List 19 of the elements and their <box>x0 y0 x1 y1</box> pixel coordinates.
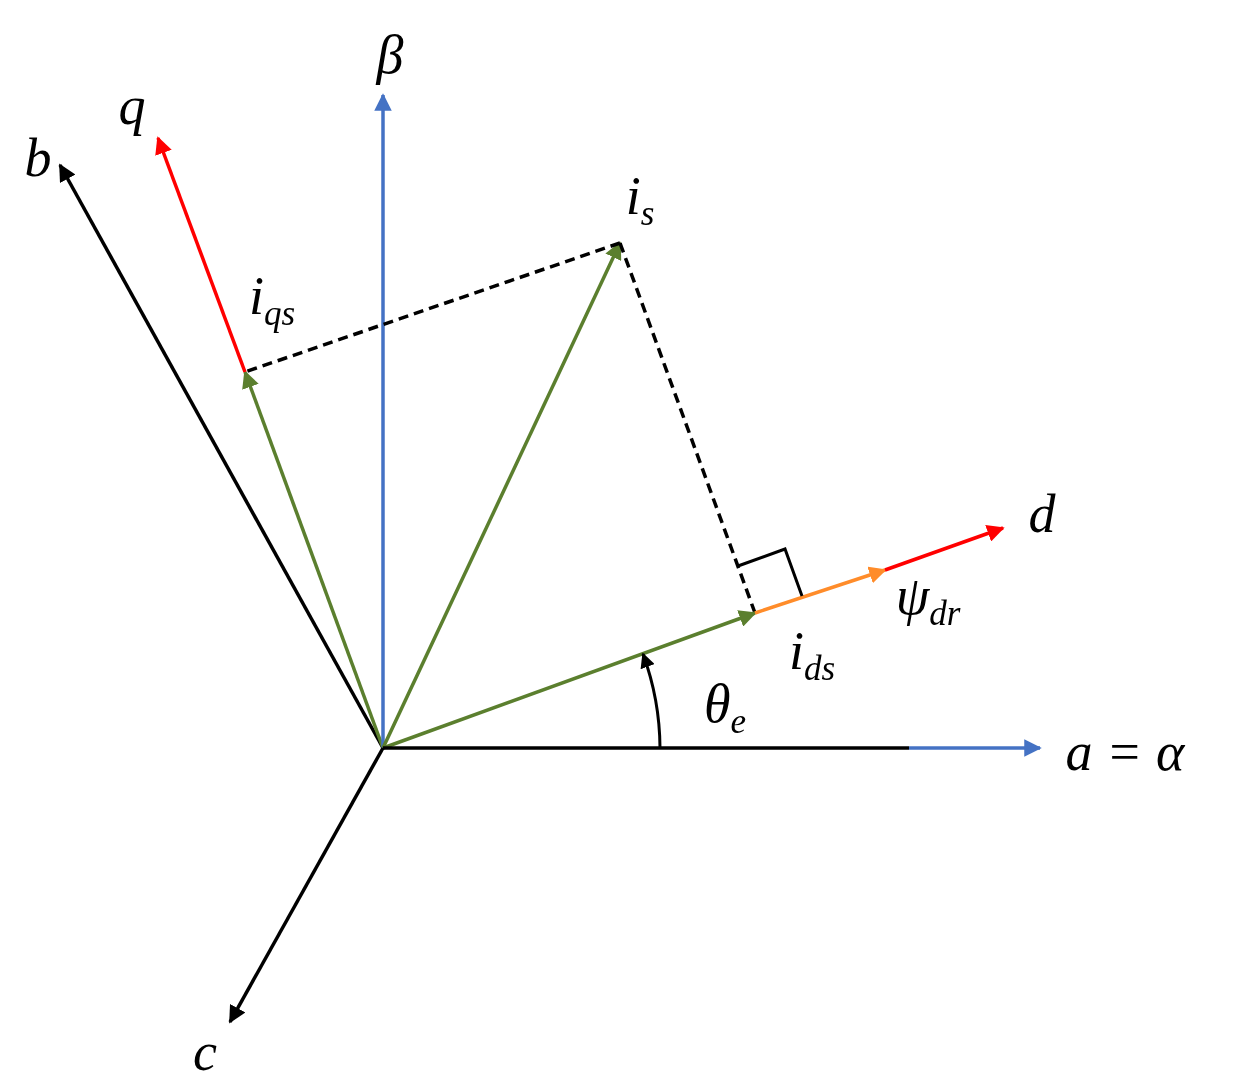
vector-label: ψ$_{dr}$ <box>895 568 961 632</box>
vector-label: i$_{qs}$ <box>248 268 296 332</box>
vector-arrow <box>381 241 622 749</box>
vector-arrow <box>228 747 385 1024</box>
vector-arrow <box>374 93 392 748</box>
axis-label: b <box>24 131 52 185</box>
axis-label: c <box>193 1025 217 1079</box>
axis-label: d <box>1028 487 1056 541</box>
vector-arrow <box>884 525 1005 572</box>
vector-label: i$_{ds}$ <box>788 623 836 687</box>
vector-arrow <box>155 136 247 373</box>
vector-arrow <box>754 566 887 615</box>
vector-label: i$_{s}$ <box>625 168 655 232</box>
vector-arrow <box>382 610 757 750</box>
vector-arrow <box>383 739 1042 757</box>
axis-label: a = α <box>1065 725 1185 779</box>
projection-line <box>244 241 621 374</box>
angle-label: θ$_{e}$ <box>703 676 747 740</box>
projection-line <box>618 242 757 614</box>
